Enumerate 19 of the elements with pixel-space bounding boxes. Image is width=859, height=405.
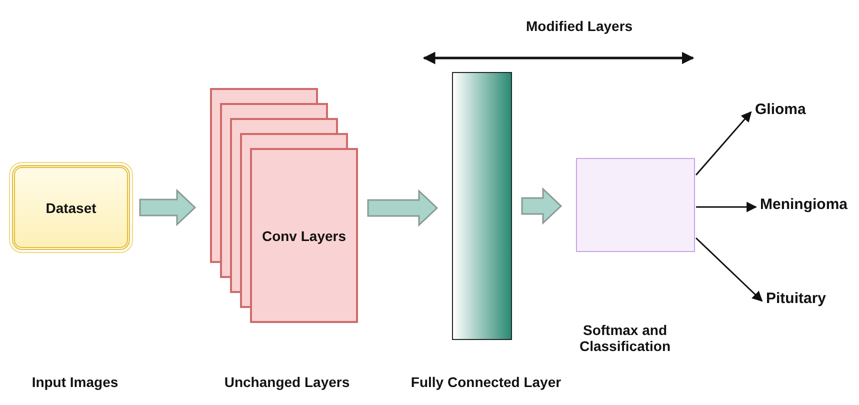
stage-caption: Unchanged Layers	[223, 374, 351, 390]
arrow	[696, 202, 758, 212]
process-box	[576, 158, 695, 252]
block-arrow	[367, 189, 438, 227]
class-label: Meningioma	[760, 196, 859, 218]
dataset-box	[12, 165, 130, 250]
block-arrow	[521, 187, 562, 225]
node-label: Dataset	[46, 200, 96, 216]
class-label: Pituitary	[766, 290, 841, 312]
stage-caption: Softmax and Classification	[578, 322, 672, 354]
arrow	[695, 111, 752, 176]
class-label: Glioma	[755, 101, 815, 123]
layer-bar	[452, 72, 512, 340]
stage-caption: Fully Connected Layer	[410, 374, 562, 390]
arrow	[695, 237, 763, 302]
node-label: Conv Layers	[262, 228, 346, 244]
bracket-label: Modified Layers	[526, 18, 633, 34]
block-arrow	[139, 188, 196, 226]
stage-caption: Input Images	[30, 374, 120, 390]
